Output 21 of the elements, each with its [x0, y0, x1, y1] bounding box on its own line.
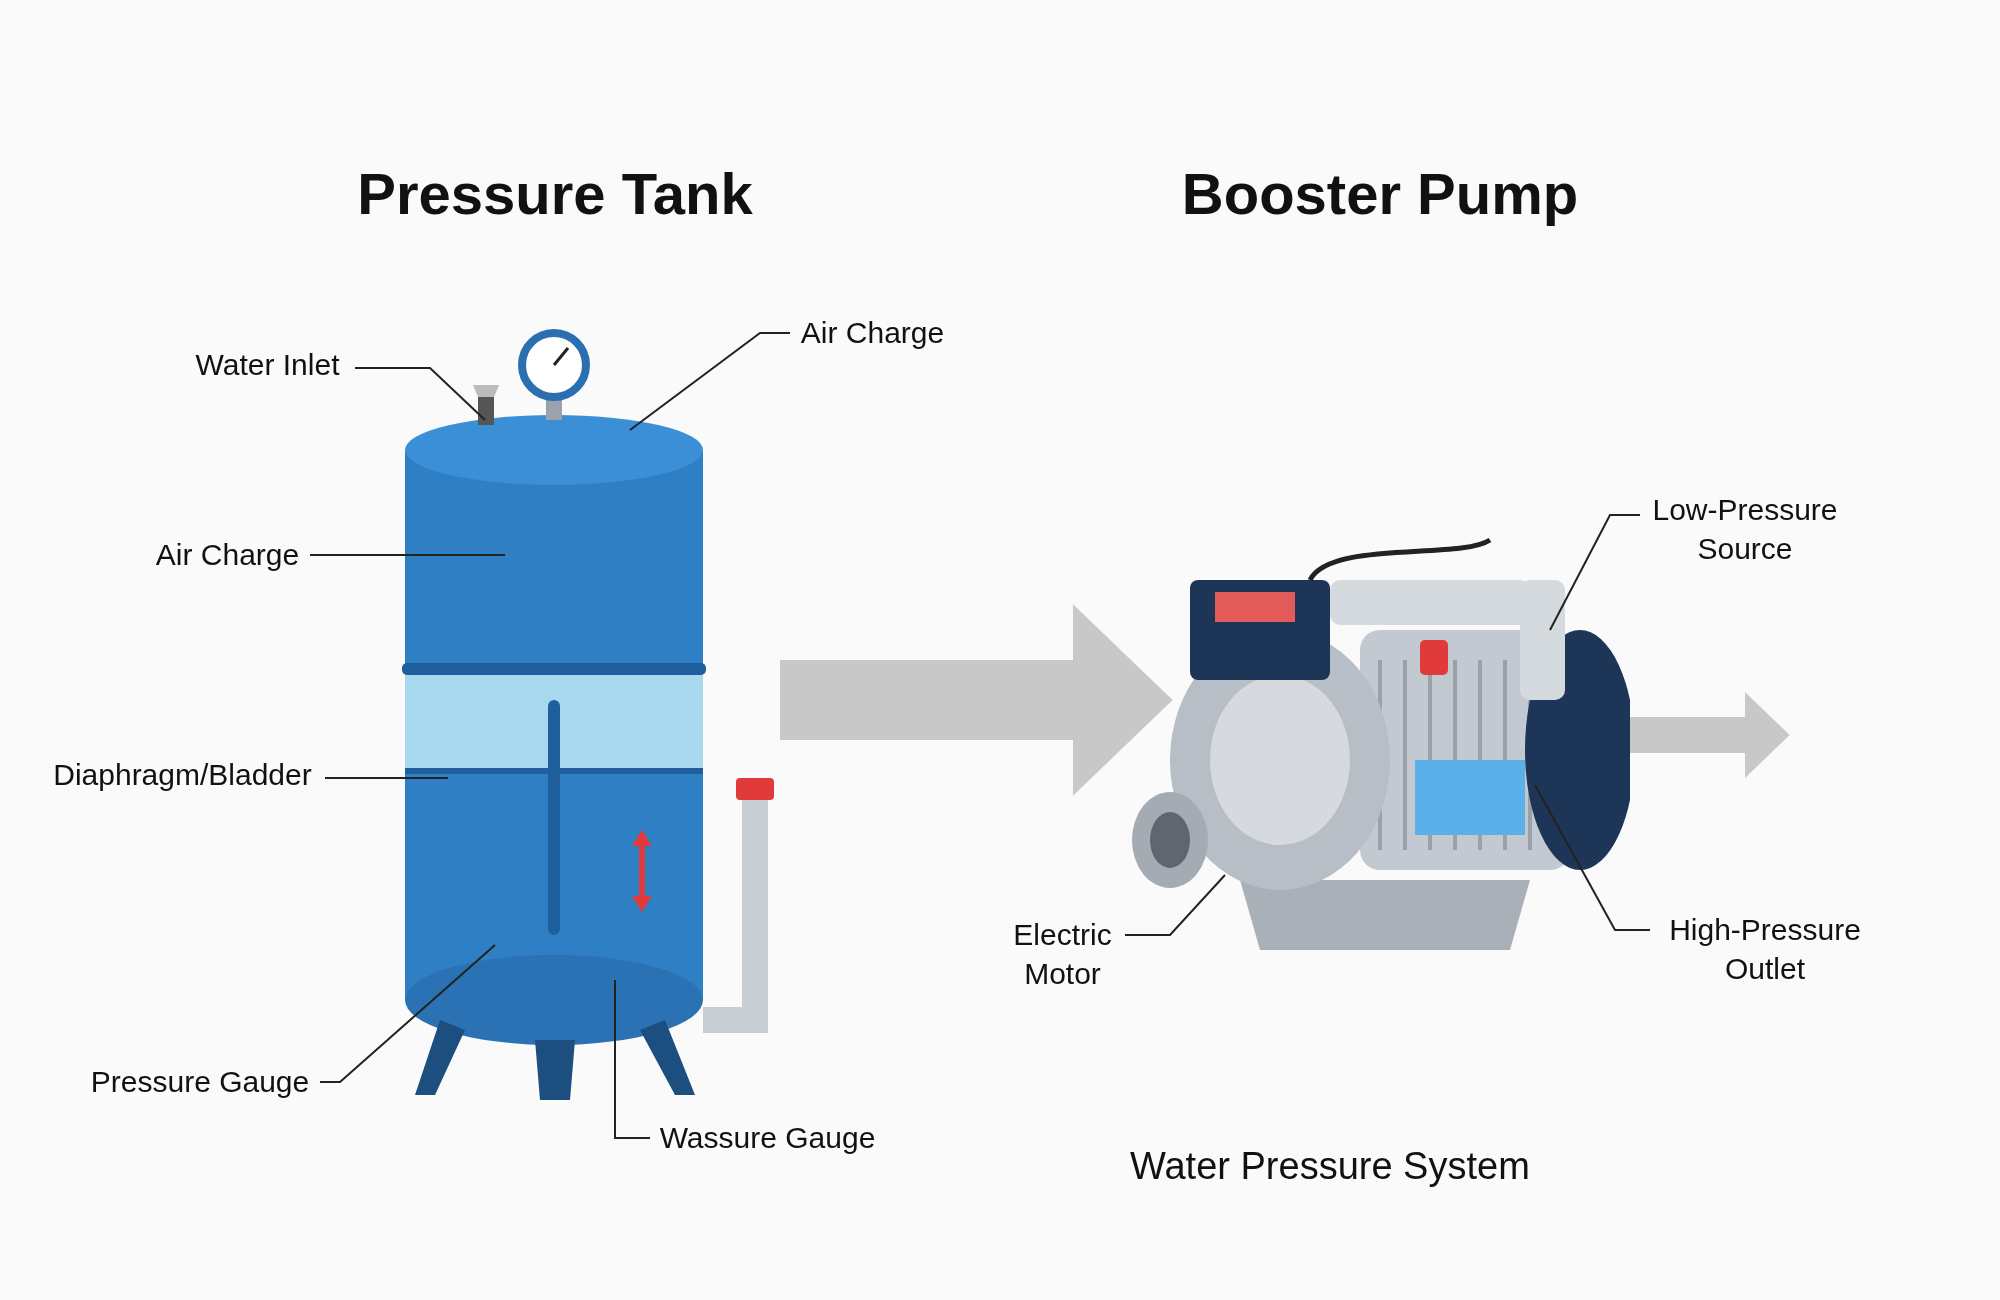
part-label: High-Pressure Outlet — [1650, 910, 1880, 988]
part-label: Pressure Gauge — [80, 1062, 320, 1101]
panel-heading: Booster Pump — [1181, 160, 1579, 227]
part-label: Electric Motor — [1000, 915, 1125, 993]
leader-line — [1124, 874, 1226, 936]
flow-arrow — [1630, 691, 1790, 779]
leader-line — [1549, 514, 1641, 631]
leader-line — [319, 944, 496, 1083]
leader-line — [614, 979, 651, 1139]
part-label: Wassure Gauge — [650, 1118, 885, 1157]
leader-line — [309, 554, 506, 556]
panel-heading: Pressure Tank — [357, 160, 753, 227]
caption: Water Pressure System — [1130, 1145, 1530, 1188]
part-label: Air Charge — [790, 313, 955, 352]
part-label: Water Inlet — [180, 345, 355, 384]
part-label: Diaphragm/Bladder — [40, 755, 325, 794]
leader-line — [1534, 784, 1651, 931]
part-label: Air Charge — [145, 535, 310, 574]
leader-line — [324, 777, 449, 779]
flow-arrow — [780, 604, 1173, 796]
part-label: Low-Pressure Source — [1640, 490, 1850, 568]
